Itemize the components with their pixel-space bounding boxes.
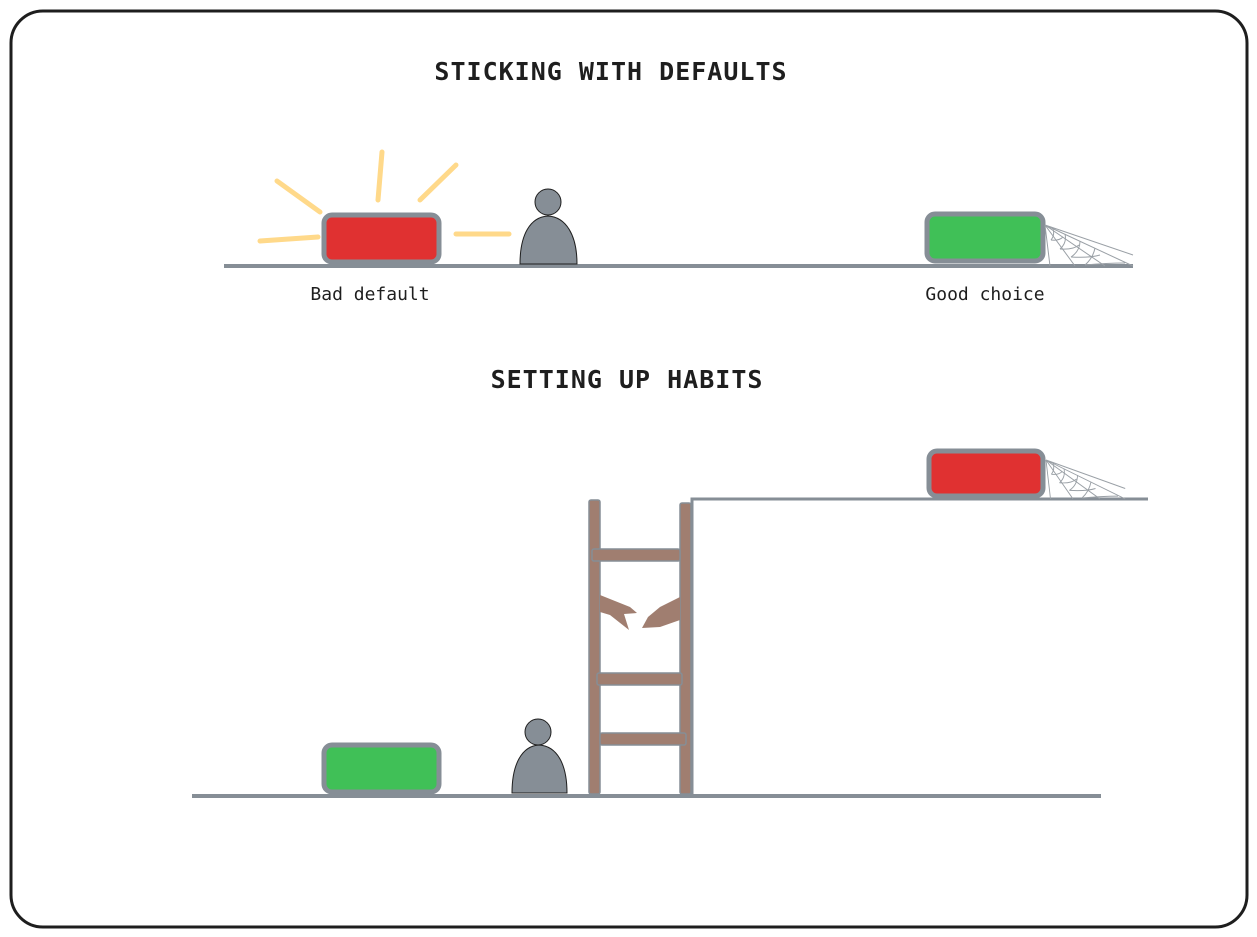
- good-choice-label: Good choice: [925, 284, 1044, 305]
- bad-default-label: Bad default: [310, 284, 429, 305]
- good-choice-box: [924, 211, 1046, 264]
- glow-rays: [257, 149, 512, 244]
- person-icon: [511, 718, 568, 794]
- ladder: [588, 499, 692, 795]
- section-title-habits: SETTING UP HABITS: [491, 365, 764, 394]
- upper-ledge: [690, 497, 1148, 795]
- person-icon: [519, 188, 578, 265]
- frame: [9, 9, 1249, 929]
- bad-habit-box: [926, 448, 1046, 499]
- bad-default-box: [321, 212, 442, 265]
- good-habit-box: [321, 742, 442, 795]
- broken-rung-left: [600, 595, 637, 630]
- broken-rung-right: [642, 597, 680, 628]
- section-title-defaults: STICKING WITH DEFAULTS: [434, 57, 787, 86]
